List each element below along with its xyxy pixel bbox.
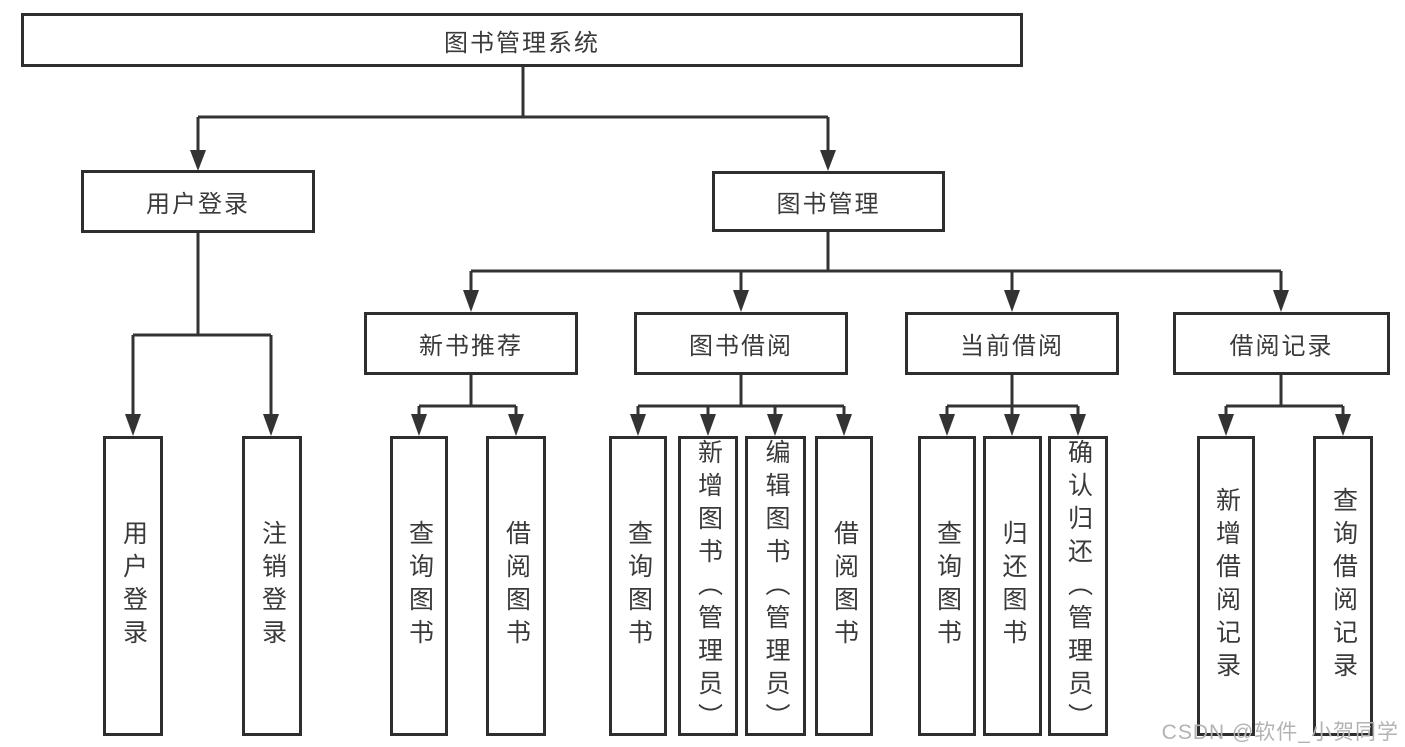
node-library-management-system: 图书管理系统: [21, 13, 1023, 67]
node-new-book-recommend: 新书推荐: [364, 312, 578, 375]
leaf-return-books: 归还图书: [983, 436, 1042, 736]
connector-user-login-children: [125, 233, 279, 436]
leaf-add-borrow-record: 新增借阅记录: [1197, 436, 1255, 736]
connector-root-to-level2: [190, 67, 836, 171]
connector-borrow-records-children: [1218, 375, 1351, 436]
leaf-borrow-books-2: 借阅图书: [815, 436, 873, 736]
connector-current-borrow-children: [939, 375, 1086, 436]
leaf-edit-books-admin: 编辑图书（管理员）: [745, 436, 806, 736]
leaf-confirm-return-admin: 确认归还（管理员）: [1048, 436, 1108, 736]
node-book-borrow: 图书借阅: [634, 312, 848, 375]
connector-book-mgmt-to-level3: [463, 232, 1289, 312]
leaf-query-borrow-record: 查询借阅记录: [1313, 436, 1373, 736]
node-current-borrow: 当前借阅: [905, 312, 1119, 375]
node-user-login-group: 用户登录: [81, 170, 315, 233]
leaf-query-books-2: 查询图书: [609, 436, 667, 736]
connector-new-book-children: [411, 375, 524, 436]
node-book-management: 图书管理: [712, 171, 945, 232]
leaf-user-login: 用户登录: [103, 436, 163, 736]
connector-book-borrow-children: [630, 375, 852, 436]
leaf-logout: 注销登录: [242, 436, 302, 736]
leaf-add-books-admin: 新增图书（管理员）: [678, 436, 738, 736]
leaf-query-books-1: 查询图书: [390, 436, 448, 736]
csdn-watermark: CSDN @软件_小贺同学: [1161, 721, 1399, 744]
node-borrow-records: 借阅记录: [1173, 312, 1390, 375]
leaf-borrow-books-1: 借阅图书: [486, 436, 546, 736]
leaf-query-books-3: 查询图书: [918, 436, 976, 736]
